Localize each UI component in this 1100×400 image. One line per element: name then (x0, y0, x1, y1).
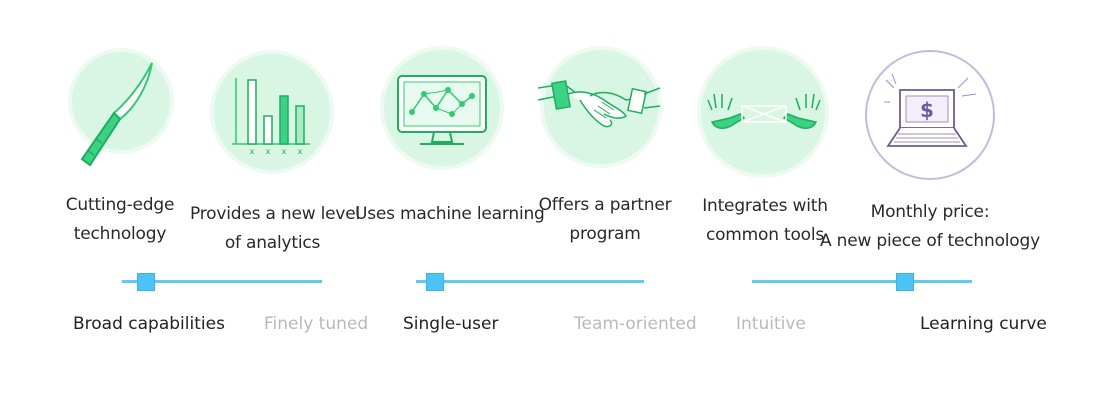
slider-handle-users[interactable] (426, 273, 444, 291)
slider-track-learning[interactable] (752, 280, 972, 283)
feature-label-4: Integrates with common tools (695, 192, 835, 250)
feature-label-2: Uses machine learning (355, 200, 545, 229)
feature-label-line: Monthly price: (870, 202, 990, 222)
knife-circle (68, 48, 174, 154)
handshake-icon (537, 80, 661, 128)
knife-icon (80, 62, 153, 167)
feature-label-line: Integrates with (702, 196, 828, 216)
feature-label-line: Uses machine learning (355, 204, 545, 224)
slider-right-label-users: Team-oriented (574, 314, 697, 334)
feature-label-line: common tools (705, 225, 825, 245)
slider-left-label-users: Single-user (403, 314, 499, 334)
svg-text:x: x (250, 147, 255, 156)
slider-left-label-learning: Intuitive (736, 314, 806, 334)
slider-left-label-capabilities: Broad capabilities (73, 314, 225, 334)
feature-label-line: technology (73, 224, 167, 244)
laptop-dollar-icon: $ (884, 73, 977, 147)
bar-chart-circle (210, 50, 334, 174)
slider-track-users[interactable] (416, 280, 644, 283)
feature-label-line: Offers a partner (538, 195, 672, 215)
bar-chart-icon: x x x x (232, 78, 310, 156)
feature-label-1: Provides a new level of analytics (190, 200, 361, 258)
svg-text:x: x (266, 147, 271, 156)
hands-connect-icon (707, 93, 821, 129)
feature-label-line: Cutting-edge (65, 195, 175, 215)
slider-track-capabilities[interactable] (122, 280, 322, 283)
hands-circle (697, 46, 829, 178)
feature-label-line: of analytics (224, 233, 321, 253)
feature-label-3: Offers a partner program (530, 191, 680, 249)
slider-handle-capabilities[interactable] (137, 273, 155, 291)
feature-label-line: Provides a new level (190, 204, 361, 224)
slider-handle-learning[interactable] (896, 273, 914, 291)
slider-right-label-learning: Learning curve (920, 314, 1047, 334)
monitor-network-icon (397, 75, 487, 145)
feature-label-5: Monthly price: A new piece of technology (820, 198, 1040, 256)
svg-text:x: x (298, 147, 303, 156)
feature-label-line: A new piece of technology (820, 231, 1040, 251)
svg-text:$: $ (920, 98, 934, 122)
feature-label-0: Cutting-edge technology (50, 191, 190, 249)
feature-label-line: program (569, 224, 641, 244)
svg-text:x: x (282, 147, 287, 156)
slider-right-label-capabilities: Finely tuned (264, 314, 369, 334)
